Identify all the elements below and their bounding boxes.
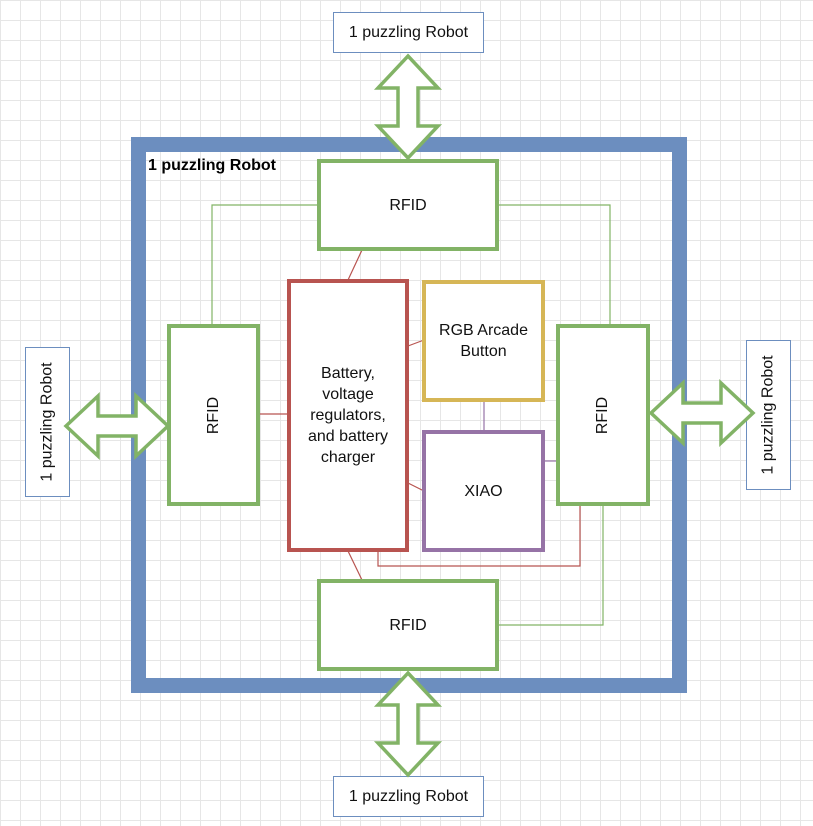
connector-battery-rfid-right [377,506,581,567]
external-robot-top: 1 puzzling Robot [333,12,484,53]
battery-module: Battery, voltage regulators, and battery… [287,279,409,552]
connector-battery-xiao [407,482,425,492]
external-robot-bottom-label: 1 puzzling Robot [348,787,469,805]
connector-rfid-top-left [211,204,318,325]
external-robot-right: 1 puzzling Robot [746,340,791,490]
rgb-arcade-button-label: RGB Arcade Button [439,322,528,360]
connector-rfid-right-bottom [498,506,604,626]
connector-battery-rfid-top [347,249,363,281]
connector-battery-rgb [407,339,425,347]
robot-container-title: 1 puzzling Robot [148,157,276,174]
external-robot-bottom: 1 puzzling Robot [333,776,484,817]
connector-rfid-top-right [498,204,611,325]
rfid-right-label: RFID [594,396,612,434]
rfid-right: RFID [556,324,650,506]
xiao-module: XIAO [422,430,545,552]
battery-module-label: Battery, voltage regulators, and battery… [307,365,389,466]
double-arrow-right [648,378,756,448]
double-arrow-bottom [373,670,443,778]
double-arrow-top [373,53,443,161]
rfid-left: RFID [167,324,260,506]
external-robot-left: 1 puzzling Robot [25,347,70,497]
rgb-arcade-button: RGB Arcade Button [422,280,545,402]
rfid-bottom-label: RFID [389,616,427,634]
external-robot-top-label: 1 puzzling Robot [348,23,469,41]
rfid-top-label: RFID [389,196,427,214]
connector-battery-rfid-bottom [347,550,363,581]
xiao-module-label: XIAO [464,482,503,500]
rfid-top: RFID [317,159,499,251]
double-arrow-left [63,391,171,461]
rfid-left-label: RFID [204,396,222,434]
rfid-bottom: RFID [317,579,499,671]
